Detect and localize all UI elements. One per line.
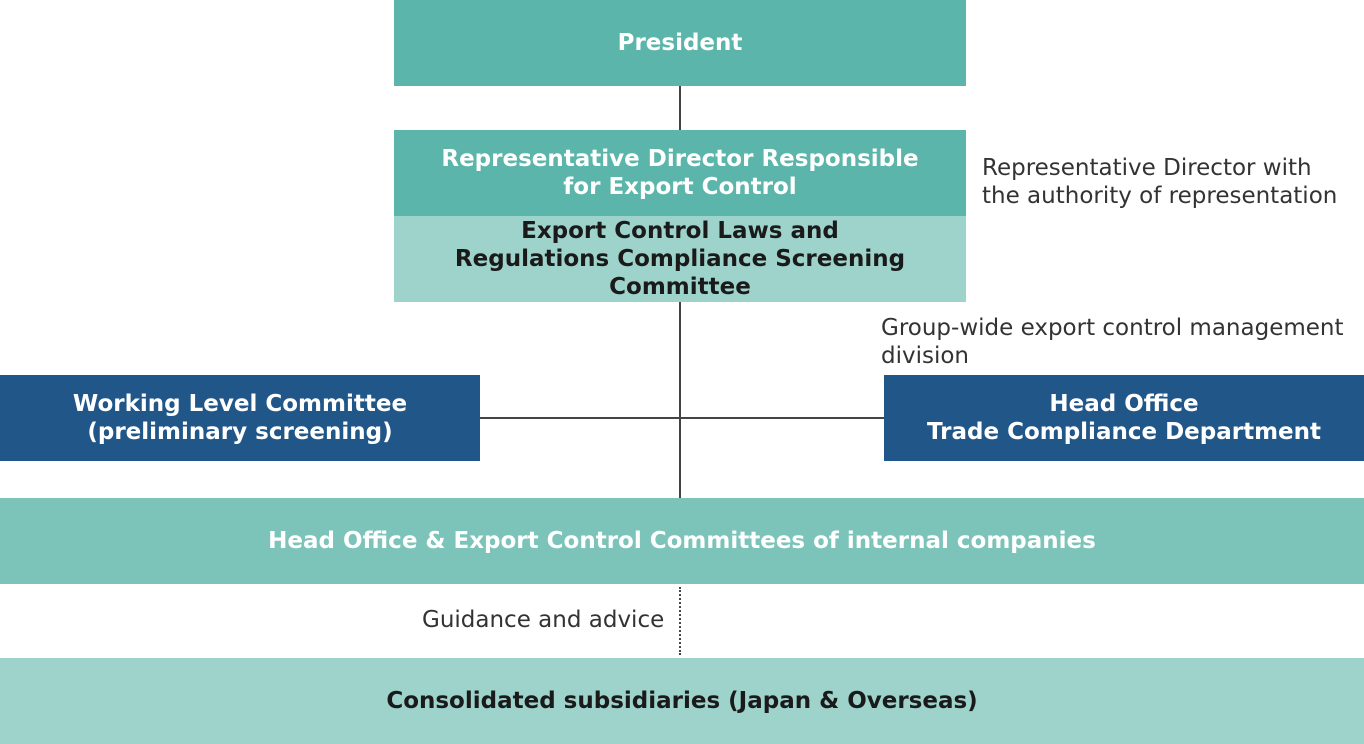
trade-compliance-box: Head Office Trade Compliance Department — [884, 375, 1364, 461]
subsidiaries-label: Consolidated subsidiaries (Japan & Overs… — [386, 688, 978, 714]
president-box: President — [394, 0, 966, 86]
guidance-note: Guidance and advice — [422, 607, 665, 633]
connector-vertical-main — [679, 302, 681, 498]
rep-director-label: Representative Director Responsible for … — [441, 146, 919, 200]
rep-authority-note: Representative Director with the authori… — [982, 155, 1338, 209]
group-division-note: Group-wide export control management div… — [881, 315, 1344, 369]
screening-committee-box: Export Control Laws and Regulations Comp… — [394, 216, 966, 302]
screening-committee-label: Export Control Laws and Regulations Comp… — [454, 218, 906, 300]
trade-compliance-label: Head Office Trade Compliance Department — [926, 391, 1322, 445]
connector-horizontal — [480, 417, 884, 419]
rep-director-box: Representative Director Responsible for … — [394, 130, 966, 216]
president-label: President — [617, 30, 743, 56]
subsidiaries-box: Consolidated subsidiaries (Japan & Overs… — [0, 658, 1364, 744]
connector-guidance-dotted — [679, 587, 681, 655]
export-committees-box: Head Office & Export Control Committees … — [0, 498, 1364, 584]
export-committees-label: Head Office & Export Control Committees … — [268, 528, 1096, 554]
working-level-label: Working Level Committee (preliminary scr… — [72, 391, 408, 445]
connector-president-director — [679, 86, 681, 130]
working-level-box: Working Level Committee (preliminary scr… — [0, 375, 480, 461]
